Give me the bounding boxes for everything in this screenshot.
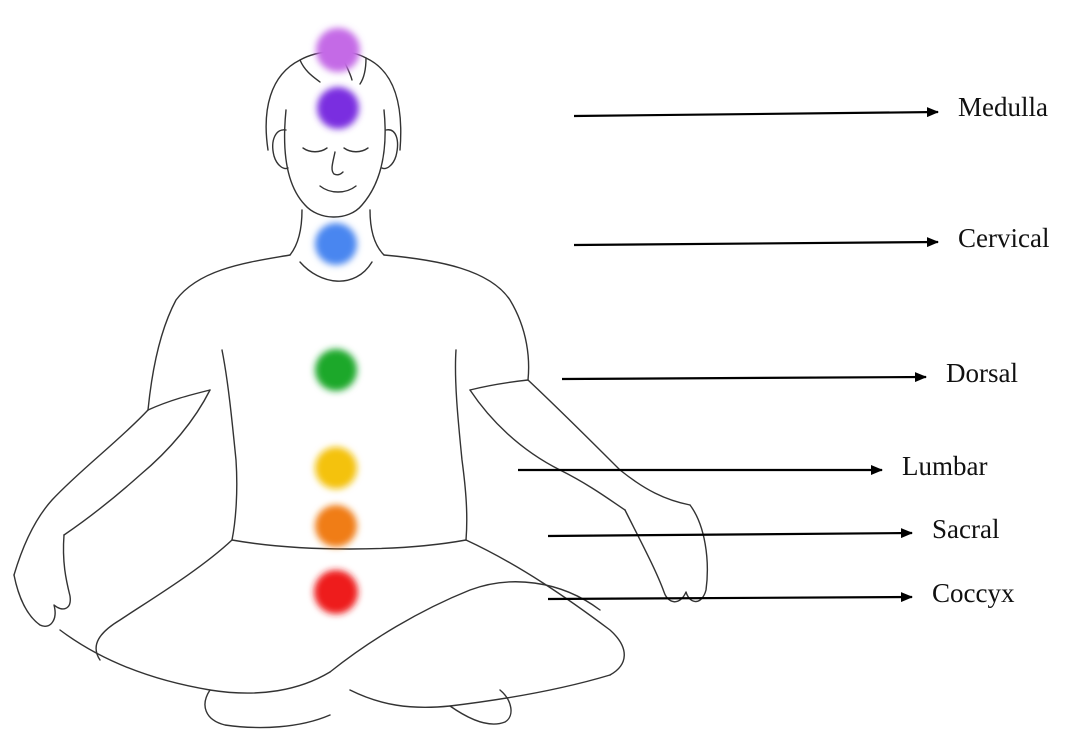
throat-chakra-dot — [315, 223, 357, 265]
arrow-cervical — [574, 242, 938, 245]
label-dorsal: Dorsal — [946, 358, 1018, 388]
arrow-sacral — [548, 533, 912, 536]
label-coccyx: Coccyx — [932, 578, 1015, 608]
label-medulla: Medulla — [958, 92, 1048, 122]
heart-chakra-dot — [315, 349, 357, 391]
pointer-arrows — [518, 112, 938, 599]
arrow-medulla — [574, 112, 938, 116]
solar-chakra-dot — [315, 447, 357, 489]
brow-chakra-dot — [317, 87, 359, 129]
root-chakra-dot — [314, 570, 358, 614]
spine-region-labels: Medulla Cervical Dorsal Lumbar Sacral Co… — [902, 92, 1049, 608]
label-cervical: Cervical — [958, 223, 1049, 253]
chakra-points — [314, 28, 360, 614]
crown-chakra-dot — [316, 28, 360, 72]
label-sacral: Sacral — [932, 514, 999, 544]
arrow-dorsal — [562, 377, 926, 379]
label-lumbar: Lumbar — [902, 451, 987, 481]
sacral-chakra-dot — [315, 505, 357, 547]
arrow-coccyx — [548, 597, 912, 599]
meditating-figure-icon — [14, 51, 707, 727]
